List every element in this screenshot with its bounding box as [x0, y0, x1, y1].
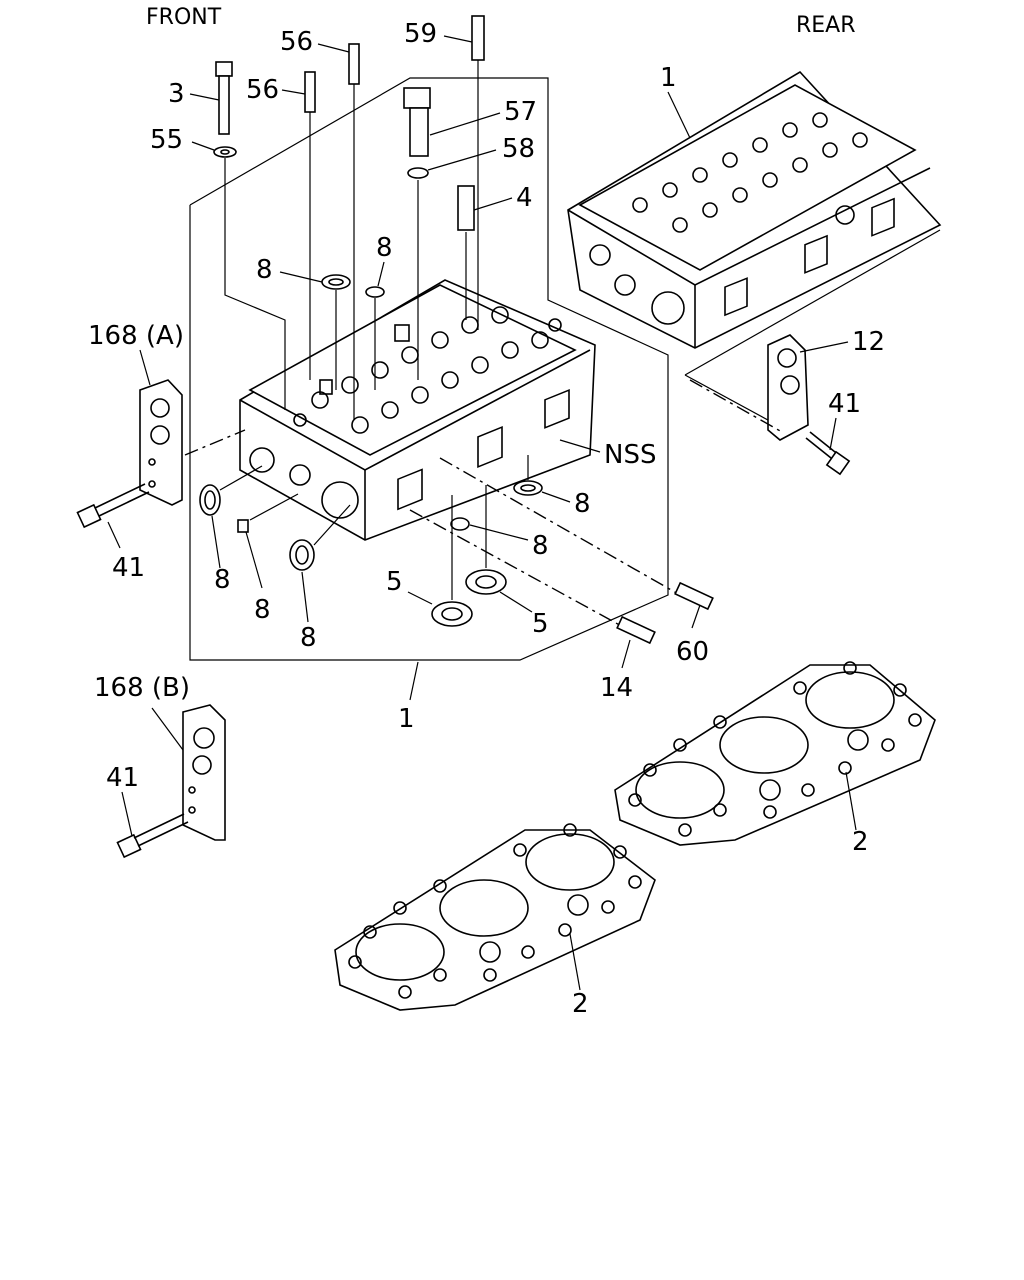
bolt-41-left	[76, 483, 150, 529]
seal-8-right-2	[450, 517, 470, 531]
callout-4: 4	[516, 183, 533, 213]
plate-168b	[182, 704, 226, 841]
stud-56-b	[304, 71, 316, 113]
callout-3: 3	[168, 79, 185, 109]
front-group-boundary	[189, 77, 669, 661]
seal-5-left	[431, 601, 473, 627]
ring-58	[407, 167, 429, 179]
callout-57: 57	[504, 97, 537, 127]
callout-56-a: 56	[280, 27, 313, 57]
callout-8-top-2: 8	[376, 233, 393, 263]
washer-55	[213, 146, 237, 158]
callout-12: 12	[852, 327, 885, 357]
callout-41-b: 41	[106, 763, 139, 793]
bolt-41-rear	[805, 431, 851, 476]
seal-5-right	[465, 569, 507, 595]
stud-59	[471, 15, 485, 61]
callout-2-lower: 2	[572, 989, 589, 1019]
callout-41-rear: 41	[828, 389, 861, 419]
sensor-60	[674, 581, 714, 611]
seal-8-top-1	[321, 274, 351, 290]
sleeve-4	[457, 185, 475, 231]
callout-2-upper: 2	[852, 827, 869, 857]
bolt-41-b	[116, 813, 189, 859]
plug-8-bottom-2	[237, 519, 249, 533]
callout-8-right-1: 8	[574, 489, 591, 519]
callout-60: 60	[676, 637, 709, 667]
callout-8-right-2: 8	[532, 531, 549, 561]
callout-14: 14	[600, 673, 633, 703]
callout-41-left: 41	[112, 553, 145, 583]
cylinder-head-front	[239, 279, 596, 541]
stud-56-a	[348, 43, 360, 85]
rear-guide-line	[684, 229, 941, 376]
callout-55: 55	[150, 125, 183, 155]
bracket-12	[767, 334, 809, 441]
callout-58: 58	[502, 134, 535, 164]
callout-8-bottom-3: 8	[300, 623, 317, 653]
callout-59: 59	[404, 19, 437, 49]
cylinder-head-rear	[567, 70, 942, 349]
callout-5-left: 5	[386, 567, 403, 597]
bolt-3	[215, 61, 233, 135]
callout-168b: 168 (B)	[94, 673, 190, 703]
callout-8-bottom-2: 8	[254, 595, 271, 625]
head-gasket-lower	[334, 823, 656, 1011]
seal-8-top-2	[365, 286, 385, 298]
callout-1-front: 1	[398, 704, 415, 734]
callout-nss: NSS	[604, 440, 656, 470]
head-gasket-upper	[614, 661, 936, 846]
callout-8-bottom-1: 8	[214, 565, 231, 595]
plate-168a	[139, 379, 183, 506]
seal-8-bottom-1	[199, 484, 221, 516]
sleeve-57	[403, 87, 431, 157]
seal-8-bottom-3	[289, 539, 315, 571]
callout-1-rear: 1	[660, 63, 677, 93]
front-label: FRONT	[146, 5, 222, 30]
callout-5-right: 5	[532, 609, 549, 639]
callout-56-b: 56	[246, 75, 279, 105]
seal-8-right-1	[513, 480, 543, 496]
sensor-14	[616, 615, 656, 645]
callout-168a: 168 (A)	[88, 321, 184, 351]
callout-8-top-1: 8	[256, 255, 273, 285]
rear-label: REAR	[796, 13, 856, 38]
